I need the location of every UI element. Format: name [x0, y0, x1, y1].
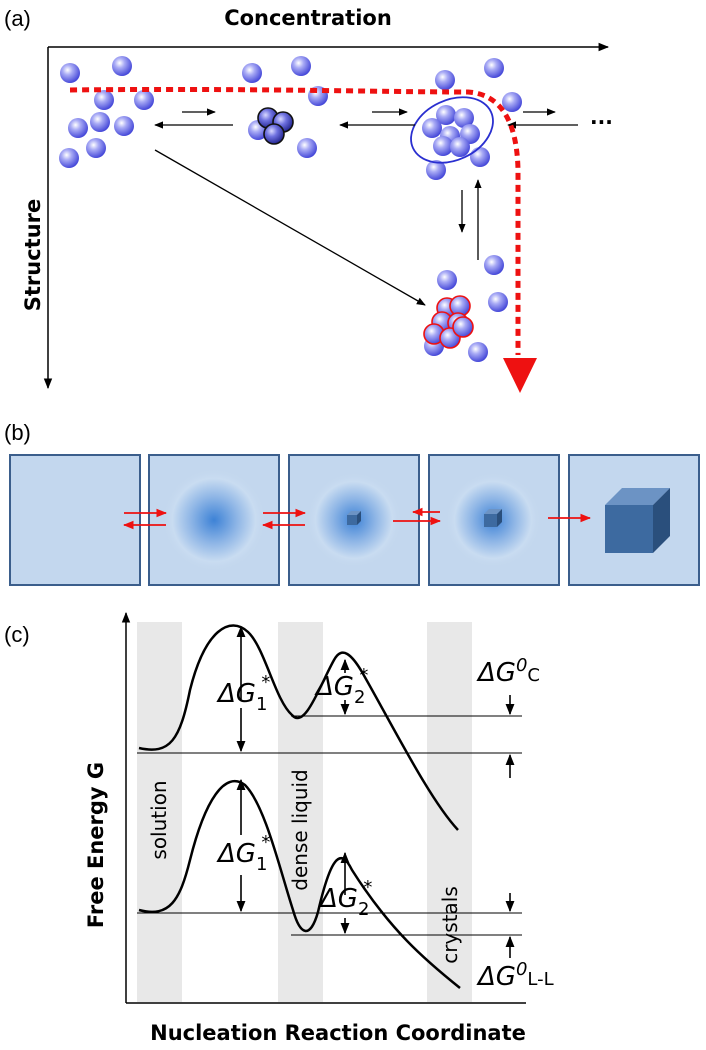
- molecule: [86, 138, 106, 158]
- delta-g0-crystal-label: ΔG0C: [476, 655, 540, 688]
- dense-liquid-region-label: dense liquid: [288, 769, 312, 891]
- molecule: [470, 147, 490, 167]
- state-box-small-nucleus: [288, 454, 420, 586]
- barrier2-upper-label: ΔG2*: [314, 665, 368, 708]
- pathway-arrowhead: [503, 358, 537, 393]
- svg-text:dense liquid: dense liquid: [288, 769, 312, 891]
- solution-region-label: solution: [147, 780, 171, 859]
- prenucleation-cluster-molecule: [263, 123, 285, 145]
- svg-text:solution: solution: [147, 780, 171, 859]
- reaction-coordinate-axis-title: Nucleation Reaction Coordinate: [150, 1021, 526, 1045]
- molecule: [435, 70, 455, 90]
- molecule: [134, 90, 154, 110]
- svg-text:Free Energy G: Free Energy G: [84, 762, 108, 928]
- svg-text:Structure: Structure: [21, 199, 45, 312]
- dense-cluster-molecule: [436, 105, 456, 125]
- concentration-axis-title: Concentration: [224, 6, 392, 30]
- dense-cluster-molecule: [433, 136, 453, 156]
- structure-axis-title: Structure: [21, 199, 45, 312]
- panel-b-label: (b): [4, 420, 31, 445]
- panel-c: (c) Free Energy G Nucleation Reaction Co…: [4, 611, 554, 1045]
- svg-text:crystals: crystals: [438, 886, 462, 964]
- molecule: [488, 292, 508, 312]
- dense-cluster-molecule: [450, 137, 470, 157]
- molecule: [59, 148, 79, 168]
- dense-cluster-molecule: [422, 118, 442, 138]
- molecule: [114, 116, 134, 136]
- molecules: [59, 56, 522, 362]
- molecule: [484, 58, 504, 78]
- state-box-cloud: [148, 454, 280, 586]
- crystal-cube-icon: [605, 488, 670, 553]
- upper-energy-curve: [138, 624, 459, 831]
- molecule: [112, 56, 132, 76]
- molecule: [502, 92, 522, 112]
- molecule: [484, 255, 504, 275]
- free-energy-axis-title: Free Energy G: [84, 762, 108, 928]
- medium-crystal-icon: [484, 509, 502, 527]
- crystalline-cluster-molecule: [452, 316, 474, 338]
- continuation-ellipsis: ...: [590, 105, 613, 129]
- delta-g0-ll-label: ΔG0L-L: [476, 959, 554, 992]
- dense-liquid-cluster-outline: [410, 96, 494, 164]
- barrier1-upper-label: ΔG1*: [216, 672, 270, 715]
- molecule: [60, 63, 80, 83]
- crystals-region-band: [427, 622, 472, 1002]
- molecule: [291, 56, 311, 76]
- nucleation-pathway: [69, 86, 521, 355]
- molecule: [426, 160, 446, 180]
- panel-a: (a) Concentration Structure ...: [4, 6, 613, 393]
- molecule: [468, 342, 488, 362]
- equilibrium-arrows: [154, 108, 578, 306]
- solution-region-band: [137, 622, 182, 1002]
- lower-energy-curve: [138, 779, 461, 989]
- molecule: [242, 63, 262, 83]
- molecule: [94, 90, 114, 110]
- reference-levels: [137, 715, 522, 936]
- dense-cluster-molecule: [454, 108, 474, 128]
- dense-liquid-region-band: [278, 622, 323, 1002]
- state-box-growing-nucleus: [428, 454, 560, 586]
- panel-c-label: (c): [4, 622, 30, 647]
- crystals-region-label: crystals: [438, 886, 462, 964]
- transition-arrows: [122, 507, 592, 530]
- barrier2-lower-label: ΔG2*: [318, 877, 372, 920]
- barrier-arrows: [236, 625, 515, 958]
- molecule: [90, 112, 110, 132]
- state-box-solution: [9, 454, 141, 586]
- panel-a-label: (a): [4, 6, 31, 31]
- state-box-crystal: [568, 454, 700, 586]
- panel-b: (b): [4, 420, 700, 586]
- barrier1-lower-label: ΔG1*: [216, 832, 270, 875]
- molecule: [437, 270, 457, 290]
- molecule: [297, 138, 317, 158]
- molecule: [68, 118, 88, 138]
- small-crystal-icon: [347, 511, 361, 525]
